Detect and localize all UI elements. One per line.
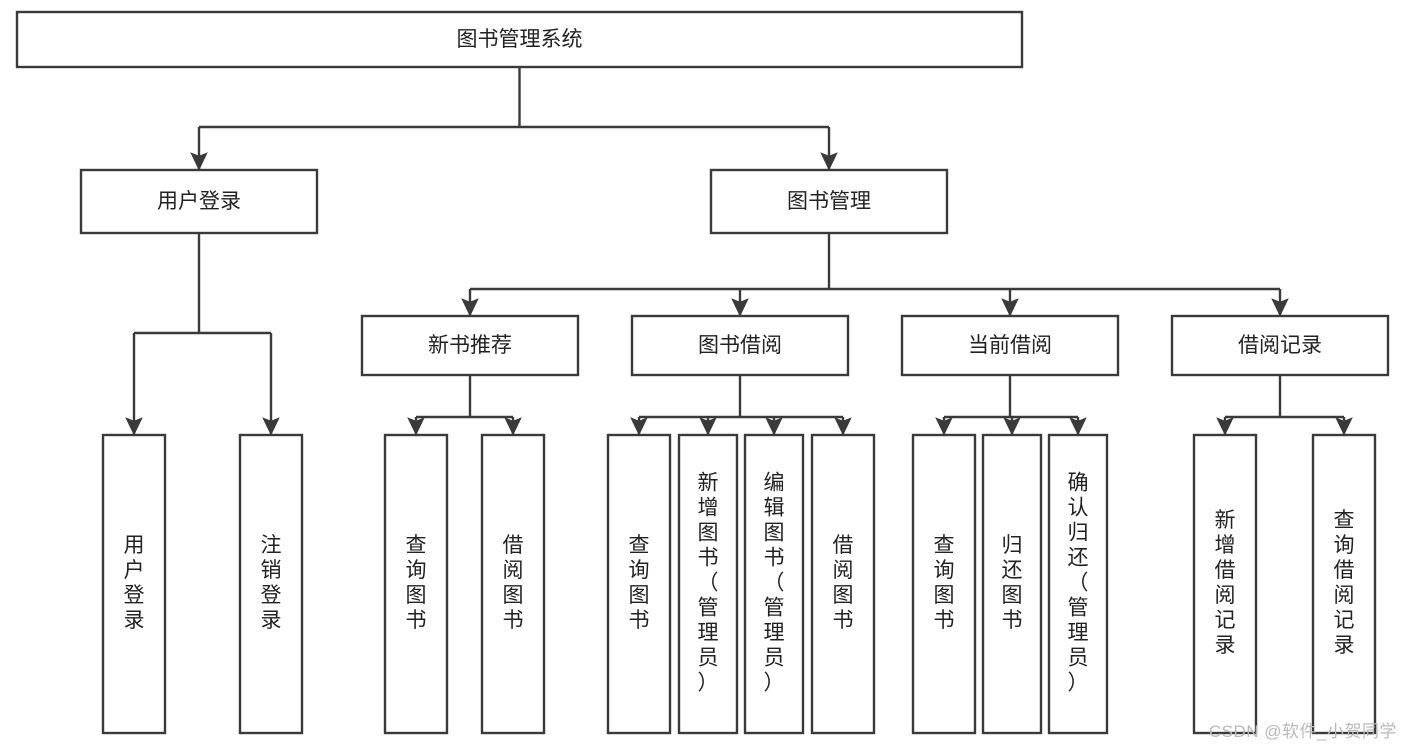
watermark-label: CSDN @软件_小贺同学 xyxy=(1208,722,1397,741)
node-label-leaf-query-book-2: 查询图书 xyxy=(629,534,650,632)
node-box-leaf-add-book xyxy=(677,433,739,735)
node-new-book-rec[interactable]: 新书推荐 xyxy=(360,314,580,377)
connector-layer xyxy=(125,67,1353,436)
node-book-borrow[interactable]: 图书借阅 xyxy=(630,314,850,377)
node-label-borrow-record: 借阅记录 xyxy=(1238,334,1322,357)
node-label-leaf-query-record: 查询借阅记录 xyxy=(1334,509,1355,657)
node-box-new-book-rec xyxy=(360,314,580,377)
node-leaf-return-book[interactable]: 归还图书 xyxy=(981,433,1043,735)
node-leaf-add-book[interactable]: 新增图书（管理员） xyxy=(677,433,739,735)
node-box-root xyxy=(15,10,1024,69)
node-box-book-manage xyxy=(709,168,949,235)
node-leaf-borrow-book-2[interactable]: 借阅图书 xyxy=(810,433,876,735)
node-box-leaf-user-login xyxy=(101,433,167,735)
node-box-leaf-logout xyxy=(238,433,304,735)
node-box-borrow-record xyxy=(1170,314,1390,377)
node-label-leaf-query-book-3: 查询图书 xyxy=(934,534,955,632)
node-label-leaf-logout: 注销登录 xyxy=(261,534,282,632)
node-box-current-borrow xyxy=(900,314,1120,377)
node-box-leaf-edit-book xyxy=(743,433,805,735)
node-box-book-borrow xyxy=(630,314,850,377)
node-label-leaf-user-login: 用户登录 xyxy=(124,534,145,632)
node-label-new-book-rec: 新书推荐 xyxy=(428,334,512,357)
node-label-leaf-confirm-return: 确认归还（管理员） xyxy=(1068,472,1089,695)
node-borrow-record[interactable]: 借阅记录 xyxy=(1170,314,1390,377)
node-leaf-query-book-3[interactable]: 查询图书 xyxy=(911,433,977,735)
node-box-leaf-add-record xyxy=(1192,433,1258,735)
node-box-leaf-return-book xyxy=(981,433,1043,735)
node-layer: 图书管理系统用户登录图书管理新书推荐图书借阅当前借阅借阅记录用户登录注销登录查询… xyxy=(15,10,1390,735)
node-label-leaf-return-book: 归还图书 xyxy=(1002,534,1023,632)
node-box-user-login xyxy=(79,168,319,235)
node-box-leaf-query-record xyxy=(1311,433,1377,735)
node-label-current-borrow: 当前借阅 xyxy=(968,334,1052,357)
node-label-book-manage: 图书管理 xyxy=(787,190,871,213)
node-label-leaf-edit-book: 编辑图书（管理员） xyxy=(764,472,785,695)
node-book-manage[interactable]: 图书管理 xyxy=(709,168,949,235)
node-leaf-logout[interactable]: 注销登录 xyxy=(238,433,304,735)
node-label-root: 图书管理系统 xyxy=(457,28,583,51)
node-box-leaf-query-book-1 xyxy=(383,433,449,735)
node-label-leaf-add-book: 新增图书（管理员） xyxy=(698,472,719,695)
node-leaf-confirm-return[interactable]: 确认归还（管理员） xyxy=(1047,433,1109,735)
node-user-login[interactable]: 用户登录 xyxy=(79,168,319,235)
node-leaf-query-record[interactable]: 查询借阅记录 xyxy=(1311,433,1377,735)
node-label-leaf-add-record: 新增借阅记录 xyxy=(1215,509,1236,657)
node-leaf-user-login[interactable]: 用户登录 xyxy=(101,433,167,735)
node-leaf-edit-book[interactable]: 编辑图书（管理员） xyxy=(743,433,805,735)
node-box-leaf-borrow-book-2 xyxy=(810,433,876,735)
node-box-leaf-confirm-return xyxy=(1047,433,1109,735)
node-leaf-query-book-1[interactable]: 查询图书 xyxy=(383,433,449,735)
node-box-leaf-borrow-book-1 xyxy=(480,433,546,735)
node-root[interactable]: 图书管理系统 xyxy=(15,10,1024,69)
node-leaf-borrow-book-1[interactable]: 借阅图书 xyxy=(480,433,546,735)
node-label-book-borrow: 图书借阅 xyxy=(698,334,782,357)
node-label-user-login: 用户登录 xyxy=(157,190,241,213)
node-label-leaf-borrow-book-2: 借阅图书 xyxy=(833,534,854,632)
node-box-leaf-query-book-3 xyxy=(911,433,977,735)
node-label-leaf-query-book-1: 查询图书 xyxy=(406,534,427,632)
node-current-borrow[interactable]: 当前借阅 xyxy=(900,314,1120,377)
node-label-leaf-borrow-book-1: 借阅图书 xyxy=(503,534,524,632)
node-leaf-add-record[interactable]: 新增借阅记录 xyxy=(1192,433,1258,735)
node-leaf-query-book-2[interactable]: 查询图书 xyxy=(606,433,672,735)
node-box-leaf-query-book-2 xyxy=(606,433,672,735)
